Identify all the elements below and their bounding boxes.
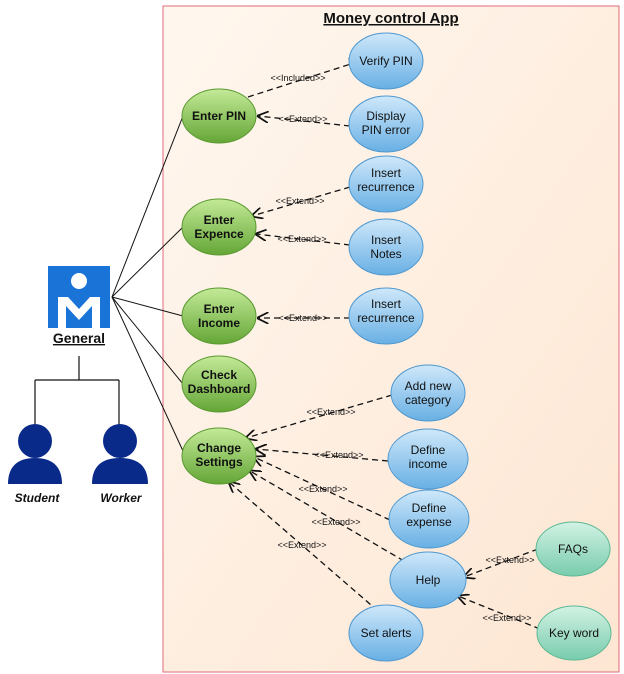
relationships [229, 61, 541, 630]
usecase-set-alerts: Set alerts [348, 604, 424, 662]
label-extend-category: <<Extend>> [306, 407, 355, 417]
worker-icon [92, 424, 148, 484]
label-extend-notes: <<Extend>> [277, 234, 326, 244]
usecase-help: Help [389, 551, 467, 609]
svg-text:Set alerts: Set alerts [361, 626, 412, 640]
actor-worker: Worker [92, 424, 148, 505]
rel-error-enterpin [258, 116, 351, 127]
generalization-lines [34, 356, 120, 426]
rel-defineexpense-settings [254, 457, 391, 521]
rel-faqs-help [464, 548, 539, 577]
rel-alerts-settings [229, 482, 379, 612]
rel-keyword-help [458, 596, 541, 630]
usecase-enter-pin: Enter PIN [181, 88, 257, 144]
svg-text:Enter PIN: Enter PIN [192, 109, 246, 123]
svg-text:Verify PIN: Verify PIN [359, 54, 412, 68]
svg-text:Help: Help [416, 573, 441, 587]
usecase-verify-pin: Verify PIN [348, 32, 424, 90]
label-extend-recurrence1: <<Extend>> [275, 196, 324, 206]
rel-defineincome-settings [256, 449, 389, 462]
student-label: Student [15, 491, 61, 505]
label-extend-help: <<Extend>> [311, 517, 360, 527]
label-extend-recurrence2: <<Extend>> [278, 313, 327, 323]
label-extend-alerts: <<Extend>> [277, 540, 326, 550]
system-title: Money control App [323, 10, 458, 27]
associations [111, 115, 184, 452]
actor-general: General [48, 266, 110, 346]
worker-label: Worker [100, 491, 142, 505]
label-extend-faqs: <<Extend>> [485, 555, 534, 565]
student-icon [8, 424, 62, 484]
label-extend-pin-error: <<Extend>> [278, 114, 327, 124]
usecase-faqs: FAQs [535, 521, 611, 577]
usecase-key-word: Key word [536, 605, 612, 661]
stereotype-labels: <<Included>> <<Extend>> <<Extend>> <<Ext… [270, 73, 534, 623]
label-included: <<Included>> [270, 73, 325, 83]
svg-text:Key word: Key word [549, 626, 599, 640]
general-label: General [53, 330, 105, 346]
label-extend-defineexpense: <<Extend>> [298, 484, 347, 494]
rel-recurrence1-expence [252, 186, 351, 216]
actor-student: Student [8, 424, 62, 505]
label-extend-defineincome: <<Extend>> [314, 450, 363, 460]
rel-category-settings [246, 394, 393, 438]
label-extend-keyword: <<Extend>> [482, 613, 531, 623]
rel-notes-expence [256, 234, 351, 246]
svg-text:FAQs: FAQs [558, 542, 588, 556]
